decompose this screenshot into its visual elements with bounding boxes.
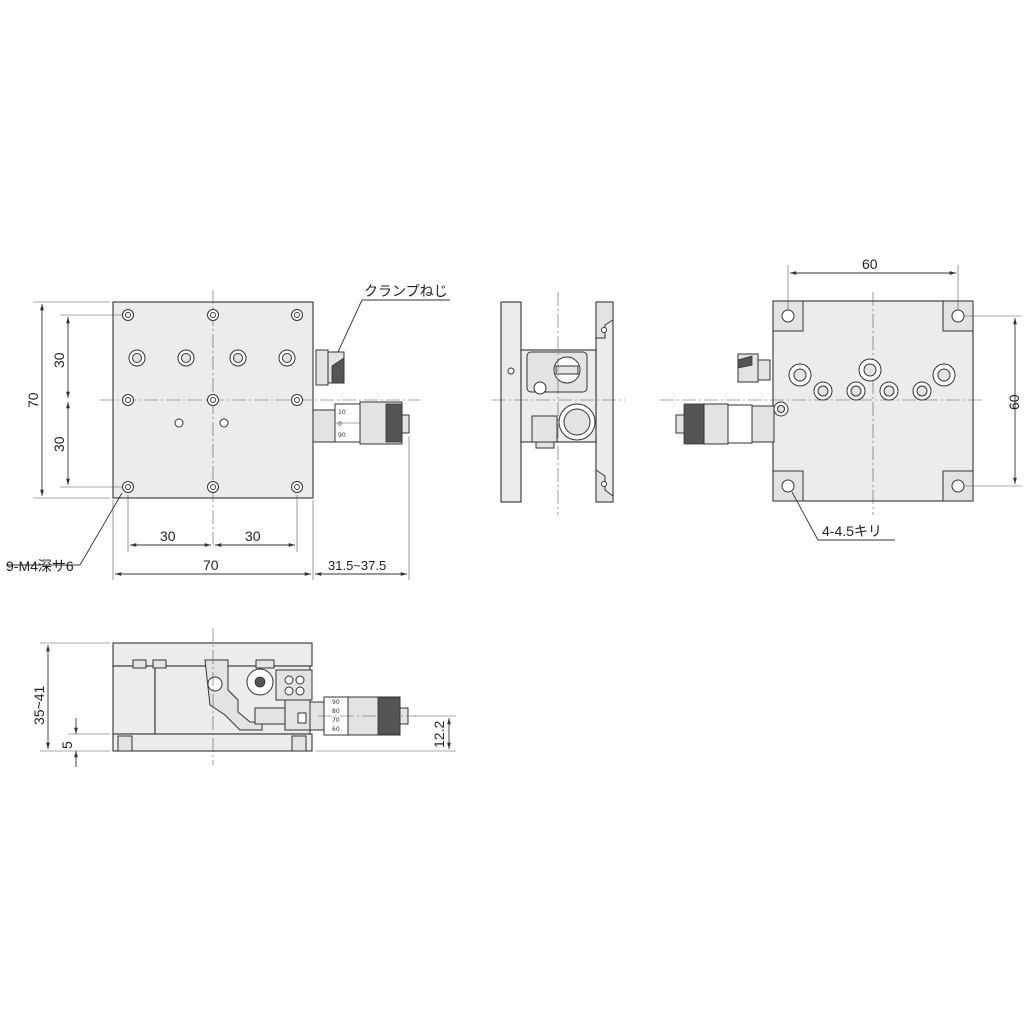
micrometer-front-scale-1: 90 xyxy=(332,699,340,706)
dim-top-height-upper: 30 xyxy=(51,352,67,368)
side-view xyxy=(492,292,625,515)
dim-bottom-pitch-x: 60 xyxy=(862,256,878,272)
micrometer-front-scale-2: 80 xyxy=(332,708,340,715)
dim-top-width-right: 30 xyxy=(245,528,261,544)
top-leaders: 9-M4深サ6 クランプねじ xyxy=(6,283,450,574)
micrometer-top-scale-1: 10 xyxy=(338,409,346,416)
dim-front-micrometer-height: 12.2 xyxy=(431,721,447,748)
counterbore-screws xyxy=(128,349,296,428)
dim-micrometer-travel: 31.5~37.5 xyxy=(328,558,386,573)
bottom-plate xyxy=(772,300,974,502)
clamp-screw-bottom xyxy=(737,353,771,383)
micrometer-top: 10 0 90 xyxy=(312,401,410,445)
dim-front-base-thickness: 5 xyxy=(59,741,75,749)
clamp-screw-top xyxy=(315,349,345,386)
micrometer-front-scale-4: 60 xyxy=(332,726,340,733)
label-through-holes: 4-4.5キリ xyxy=(822,523,882,539)
dim-front-height: 35~41 xyxy=(31,685,47,725)
dim-top-width-total: 70 xyxy=(203,557,219,573)
tapped-hole-grid xyxy=(122,309,303,493)
bottom-screws xyxy=(773,358,956,417)
top-horizontal-dimensions: 30 30 70 31.5~37.5 xyxy=(112,436,410,580)
micrometer-bottom xyxy=(675,403,775,445)
through-holes xyxy=(781,309,965,493)
dim-top-height-total: 70 xyxy=(25,392,41,408)
micrometer-front-scale-3: 70 xyxy=(332,717,340,724)
dim-top-height-lower: 30 xyxy=(51,436,67,452)
bottom-view: 60 60 4-4.5キリ xyxy=(660,256,1022,541)
front-view: 90 80 70 60 35~41 5 12.2 xyxy=(31,628,456,767)
micrometer-top-scale-2: 0 xyxy=(338,421,342,428)
label-tapped-holes: 9-M4深サ6 xyxy=(6,558,74,574)
top-vertical-dimensions: 70 30 30 xyxy=(25,301,122,499)
dim-top-width-left: 30 xyxy=(160,528,176,544)
label-clamp-screw: クランプねじ xyxy=(364,283,448,299)
top-view: 10 0 90 70 30 30 30 xyxy=(6,283,450,580)
dim-bottom-pitch-y: 60 xyxy=(1006,394,1022,410)
micrometer-top-scale-3: 90 xyxy=(338,432,346,439)
